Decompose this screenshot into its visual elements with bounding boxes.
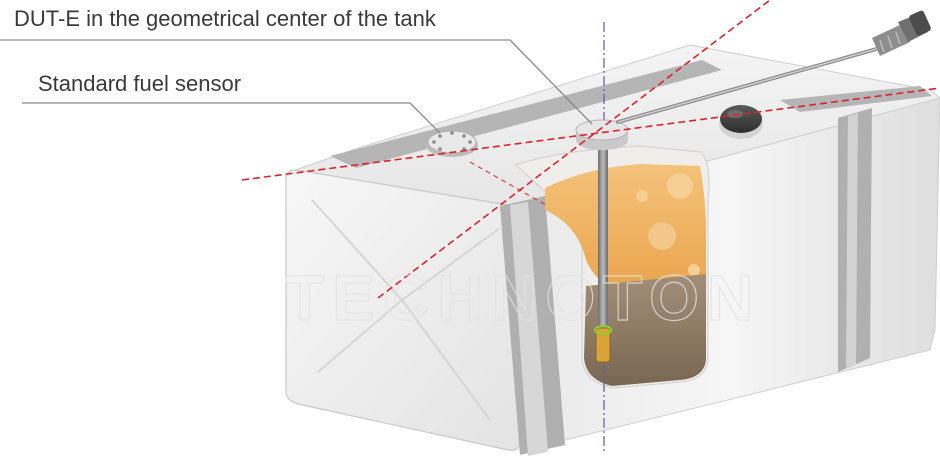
probe-rod (598, 140, 608, 350)
dut-e-head-top (575, 119, 629, 141)
fuel-bubble (667, 173, 693, 199)
leader-line-standard-sensor (22, 102, 441, 134)
sludge-layer (584, 274, 706, 386)
label-dut-e: DUT-E in the geometrical center of the t… (14, 6, 436, 31)
label-standard-fuel-sensor: Standard fuel sensor (38, 71, 242, 96)
fuel-bubble (636, 190, 648, 202)
strap-left-highlight (510, 202, 548, 456)
front-emboss-lines (311, 199, 501, 421)
fuel-bubble (648, 222, 676, 250)
filler-cap-highlight (727, 110, 743, 118)
diagonal-line-2 (241, 87, 940, 181)
fuel-bubble (688, 264, 700, 276)
diagonal-line-3 (469, 161, 547, 206)
diagonal-line-1 (377, 0, 771, 299)
connector-icon (872, 10, 931, 56)
strap-right-highlight (846, 113, 858, 368)
fuel-volume (545, 164, 706, 286)
filler-cap-icon (720, 105, 762, 133)
probe-tip (595, 327, 611, 363)
probe-ring (594, 325, 612, 335)
watermark-text: TECHNOTON (285, 262, 761, 334)
leader-line-dut-e (0, 39, 593, 125)
